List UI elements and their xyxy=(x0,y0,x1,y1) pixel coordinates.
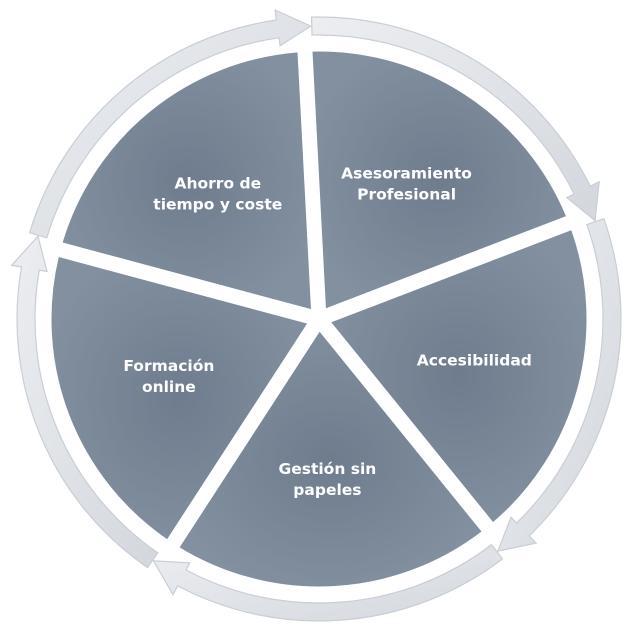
segment-label-line: Accesibilidad xyxy=(417,352,532,370)
cycle-segment xyxy=(329,228,588,524)
cycle-segment xyxy=(311,50,568,310)
segment-label: Ahorro de tiempo y coste xyxy=(153,175,282,214)
cycle-arrow xyxy=(310,16,600,222)
cycle-arrow xyxy=(28,9,313,239)
segment-label-line: papeles xyxy=(293,481,361,499)
arrow-ring xyxy=(10,9,622,622)
segment-label-line: Formación xyxy=(123,357,214,375)
segment-label-line: Profesional xyxy=(357,186,456,204)
segment-label-line: Asesoramiento xyxy=(341,165,472,183)
segment-label-line: online xyxy=(142,378,196,396)
segment-label-line: tiempo y coste xyxy=(153,196,282,214)
segments xyxy=(50,50,588,588)
segment-label-line: Gestión sin xyxy=(278,460,376,478)
segment-label: Formación online xyxy=(123,357,214,396)
cycle-segment xyxy=(61,51,313,311)
cycle-segment xyxy=(50,255,309,541)
segment-label: Accesibilidad xyxy=(417,352,532,370)
cycle-arrow xyxy=(152,543,504,622)
cycle-arrow xyxy=(10,235,159,569)
segment-label: Gestión sin papeles xyxy=(278,460,376,499)
segment-label-line: Ahorro de xyxy=(174,175,261,193)
cycle-arrow xyxy=(496,217,622,552)
cycle-segment xyxy=(178,330,483,588)
